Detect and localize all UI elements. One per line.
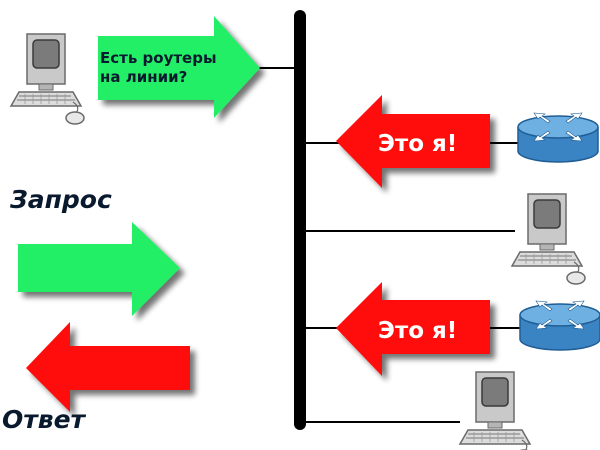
legend-request-arrow <box>18 222 180 316</box>
computer-icon <box>459 371 534 450</box>
computer-icon <box>10 33 85 125</box>
reply-text: Это я! <box>378 318 457 344</box>
router-icon <box>519 300 600 351</box>
reply-arrow <box>336 95 490 188</box>
request-text-line2: на линии? <box>100 68 187 86</box>
legend-response-label: Ответ <box>2 405 87 434</box>
reply-text: Это я! <box>378 131 457 157</box>
reply-arrow <box>336 282 490 376</box>
request-text-line1: Есть роутеры <box>100 49 217 67</box>
request-arrow <box>98 16 260 118</box>
legend-response-arrow <box>26 322 190 412</box>
computer-icon <box>511 193 586 285</box>
router-icon <box>517 112 599 163</box>
legend-request-label: Запрос <box>9 185 112 214</box>
